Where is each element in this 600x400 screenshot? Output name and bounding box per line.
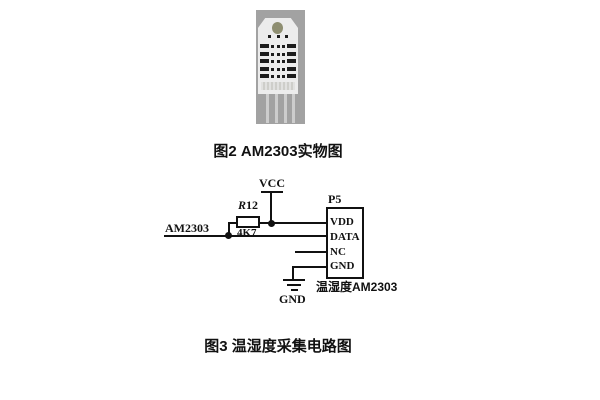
vdd-wire <box>259 222 327 224</box>
sensor-hole <box>272 22 283 34</box>
resistor-lead-left <box>228 222 238 224</box>
sensor-vent-row <box>260 59 296 63</box>
junction-dot-data <box>225 232 232 239</box>
ground-symbol-bar3 <box>291 289 298 291</box>
resistor-value-label: 4K7 <box>237 227 257 239</box>
resistor-ref-label: R12 <box>238 199 258 212</box>
sensor-pin <box>275 94 278 123</box>
sensor-vent-dots <box>268 35 288 38</box>
gnd-label: GND <box>279 292 306 306</box>
sensor-vent-row <box>260 52 296 56</box>
sensor-pin <box>266 94 269 123</box>
vcc-wire-vertical <box>270 192 272 223</box>
resistor-ref-suffix: 12 <box>246 198 259 212</box>
vcc-terminal-bar <box>261 191 283 193</box>
p5-connector-label: P5 <box>328 192 342 206</box>
pin-label-gnd: GND <box>330 260 355 272</box>
sensor-pin <box>284 94 287 123</box>
figure2-caption: 图2 AM2303实物图 <box>213 143 343 160</box>
resistor-ref-prefix: R <box>238 198 247 212</box>
sensor-emboss-text <box>261 82 295 90</box>
sensor-body <box>258 18 298 94</box>
figure3-caption: 图3 温湿度采集电路图 <box>204 338 352 355</box>
ground-symbol-bar1 <box>283 279 305 281</box>
resistor-to-data-wire <box>228 222 230 237</box>
module-name-label: 温湿度AM2303 <box>316 280 398 294</box>
p5-connector-box <box>326 207 364 279</box>
am2303-sensor-photo <box>256 10 305 124</box>
sensor-vent-row <box>260 67 296 71</box>
sensor-vent-row <box>260 74 296 78</box>
ground-symbol-bar2 <box>287 284 301 286</box>
pin-label-nc: NC <box>330 246 346 258</box>
data-wire <box>164 235 327 237</box>
pin-label-vdd: VDD <box>330 216 354 228</box>
gnd-wire-vertical <box>292 266 294 280</box>
am2303-input-label: AM2303 <box>165 221 209 235</box>
gnd-wire-horizontal <box>292 266 327 268</box>
sensor-pin <box>292 94 295 123</box>
vcc-label: VCC <box>259 176 285 190</box>
nc-wire <box>295 251 327 253</box>
sensor-vent-row <box>260 44 296 48</box>
pin-label-data: DATA <box>330 231 360 243</box>
